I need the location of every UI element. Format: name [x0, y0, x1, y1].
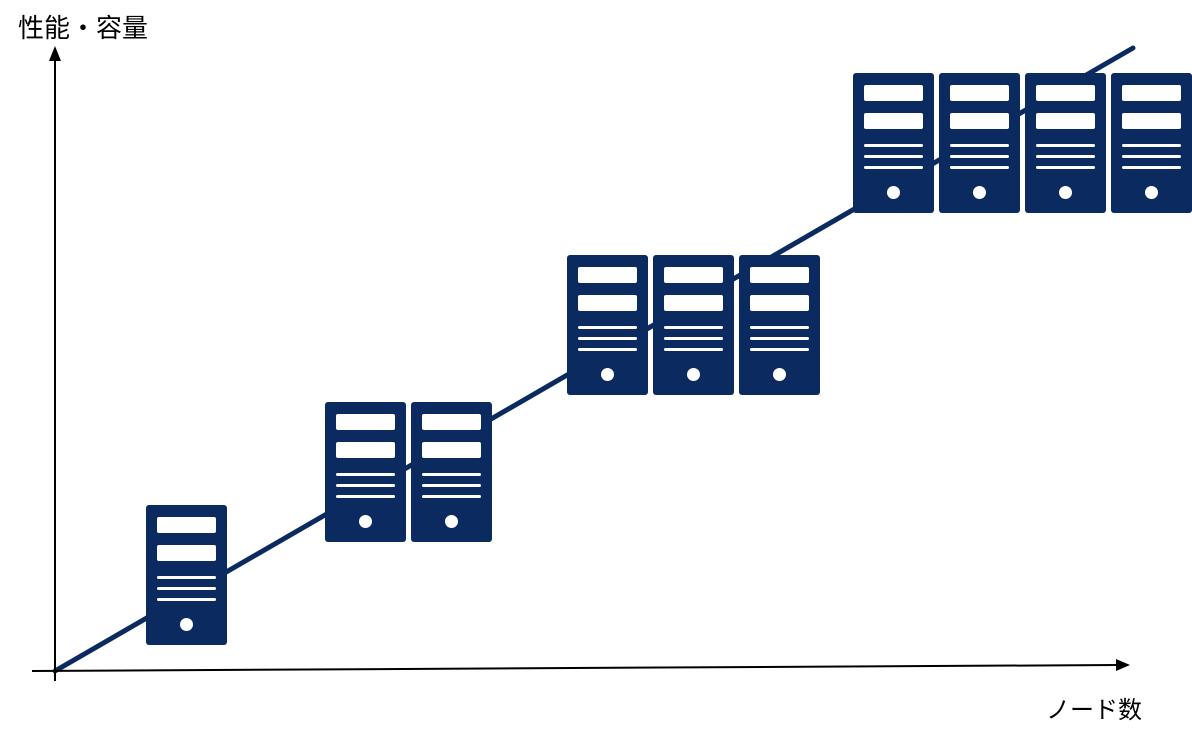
- server-icon: [567, 255, 648, 395]
- server-icon: [1111, 73, 1192, 213]
- y-axis-arrowhead: [49, 46, 61, 61]
- server-icon: [739, 255, 820, 395]
- x-axis-arrowhead: [1116, 659, 1130, 671]
- server-icon: [939, 73, 1020, 213]
- server-icon: [853, 73, 934, 213]
- x-axis: [31, 664, 1119, 672]
- server-icon: [653, 255, 734, 395]
- server-icon: [325, 402, 406, 542]
- server-icon: [1025, 73, 1106, 213]
- server-icon: [146, 505, 227, 645]
- x-axis-label: ノード数: [1046, 696, 1142, 724]
- y-axis-label: 性能・容量: [18, 14, 149, 44]
- server-icon: [411, 402, 492, 542]
